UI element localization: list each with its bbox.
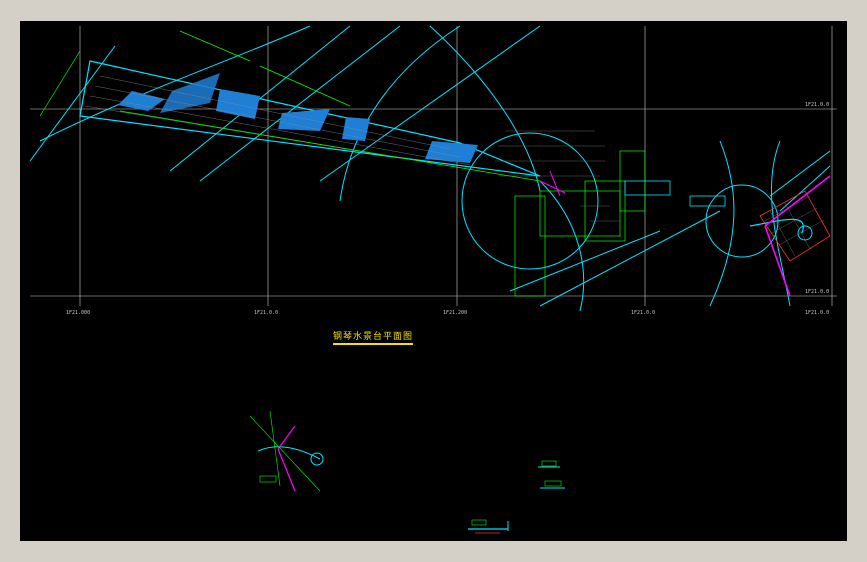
walkway-hatch-3 <box>216 89 260 119</box>
dim-box-1 <box>514 195 546 297</box>
cad-plan-svg <box>29 25 837 534</box>
callout-tag <box>259 475 277 483</box>
path-edge-2 <box>39 25 311 142</box>
path-edge-1 <box>29 45 116 162</box>
dim-line-4 <box>119 110 541 182</box>
grid-label-y-2: 1F21.0.0 <box>805 289 830 295</box>
water-channel <box>749 218 804 234</box>
grid-lines <box>30 26 837 306</box>
magenta-accent-2 <box>549 170 561 197</box>
arc-plaza-2b <box>770 140 791 307</box>
dimension-lines <box>39 30 646 297</box>
connector-rect-1 <box>624 180 671 196</box>
magenta-edge-2 <box>764 225 791 297</box>
arc-plaza-2a <box>709 140 735 307</box>
site-curves <box>29 25 831 312</box>
connector-block <box>624 180 726 207</box>
dim-box-4 <box>584 180 626 242</box>
path-edge-6 <box>509 230 661 292</box>
arc-large-2 <box>429 25 541 192</box>
dim-line-2 <box>179 30 251 62</box>
walkway-hatch-5 <box>342 117 370 141</box>
walkway-hatch-4 <box>278 109 330 131</box>
callout-magenta-2 <box>277 448 296 492</box>
walkway-hatch-line-2 <box>94 85 461 158</box>
grid-label-x-4: 1F21.0.0 <box>631 310 656 316</box>
connector-rect-2 <box>689 195 726 207</box>
section-marks <box>468 460 565 534</box>
path-edge-5 <box>319 25 541 182</box>
dim-line-1 <box>39 50 81 117</box>
grid-label-y-1: 1F21.0.0 <box>805 102 830 108</box>
magenta-accent-1 <box>539 180 566 194</box>
detail-callout <box>249 410 324 492</box>
callout-dim-2 <box>269 410 281 487</box>
drawing-title: 钢琴水景台平面图 <box>333 329 414 345</box>
callout-dim-1 <box>249 415 321 492</box>
callout-ring <box>310 452 324 466</box>
dim-line-3 <box>259 65 351 107</box>
path-edge-7 <box>539 210 721 307</box>
walkway-hatch-line-3 <box>89 95 471 166</box>
grid-label-x-1: 1F21.000 <box>66 310 91 316</box>
grid-label-x-5: 1F21.0.0 <box>805 310 830 316</box>
section-mark-1-tag <box>541 460 557 467</box>
walkway-hatch-line-1 <box>99 75 451 150</box>
piano-walkway <box>79 60 541 177</box>
grid-label-x-2: 1F21.0.0 <box>254 310 279 316</box>
callout-channel <box>257 446 321 460</box>
arc-large-1 <box>339 25 461 202</box>
magenta-edge-1 <box>764 175 831 227</box>
path-edge-4 <box>199 25 401 182</box>
magenta-accents <box>539 170 566 197</box>
section-mark-3-tag <box>471 519 487 526</box>
tile-line-3 <box>778 219 825 246</box>
tile-line-5 <box>784 202 811 250</box>
arc-large-3 <box>539 180 585 312</box>
path-edge-9 <box>769 150 831 197</box>
circle-plaza-1 <box>461 132 599 270</box>
grid-label-x-3: 1F21.200 <box>443 310 468 316</box>
dim-box-2 <box>539 190 621 237</box>
walkway-hatch-1 <box>118 91 165 111</box>
plaza-2-detail <box>749 175 831 297</box>
cad-drawing-canvas[interactable]: 1F21.000 1F21.0.0 1F21.200 1F21.0.0 1F21… <box>20 21 847 541</box>
walkway-hatch-6 <box>425 141 478 163</box>
fountain-ring <box>797 225 813 241</box>
plaza-1-hatch <box>495 130 620 222</box>
grid-tile-area <box>759 190 831 262</box>
section-mark-2-tag <box>544 480 562 487</box>
path-edge-8 <box>779 165 831 212</box>
walkway-hatch-2 <box>160 73 220 113</box>
callout-magenta-1 <box>277 425 296 450</box>
